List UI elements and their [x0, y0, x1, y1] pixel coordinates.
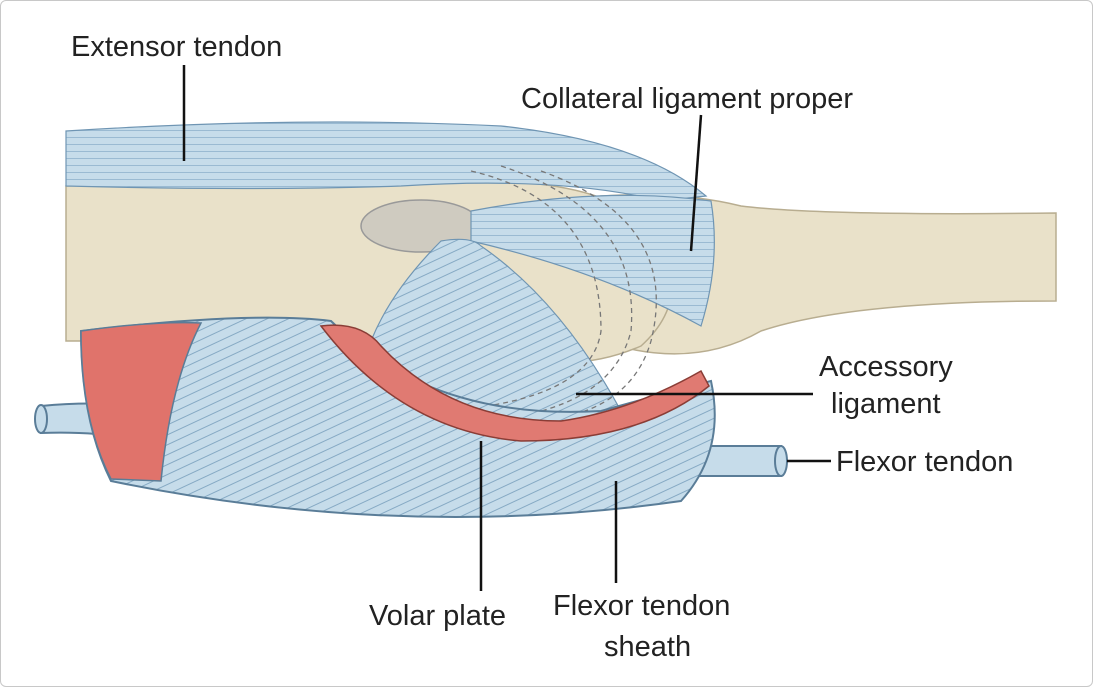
label-flexor-sheath-2: sheath: [604, 631, 691, 663]
flexor-tendon-sheath-shape: [79, 316, 716, 518]
label-collateral-ligament-proper: Collateral ligament proper: [521, 83, 853, 115]
label-accessory-ligament-2: ligament: [831, 388, 941, 420]
label-accessory-ligament-1: Accessory: [819, 351, 953, 383]
label-extensor-tendon: Extensor tendon: [71, 31, 282, 63]
label-flexor-tendon: Flexor tendon: [836, 446, 1013, 478]
collateral-ligament-leader: [689, 114, 703, 252]
volar-plate-shape: [319, 324, 710, 442]
collateral-ligament-shape: [470, 194, 715, 327]
dashed-arcs: [320, 165, 657, 422]
label-volar-plate: Volar plate: [369, 600, 506, 632]
label-flexor-sheath-1: Flexor tendon: [553, 590, 730, 622]
muscle-shape: [80, 321, 203, 482]
